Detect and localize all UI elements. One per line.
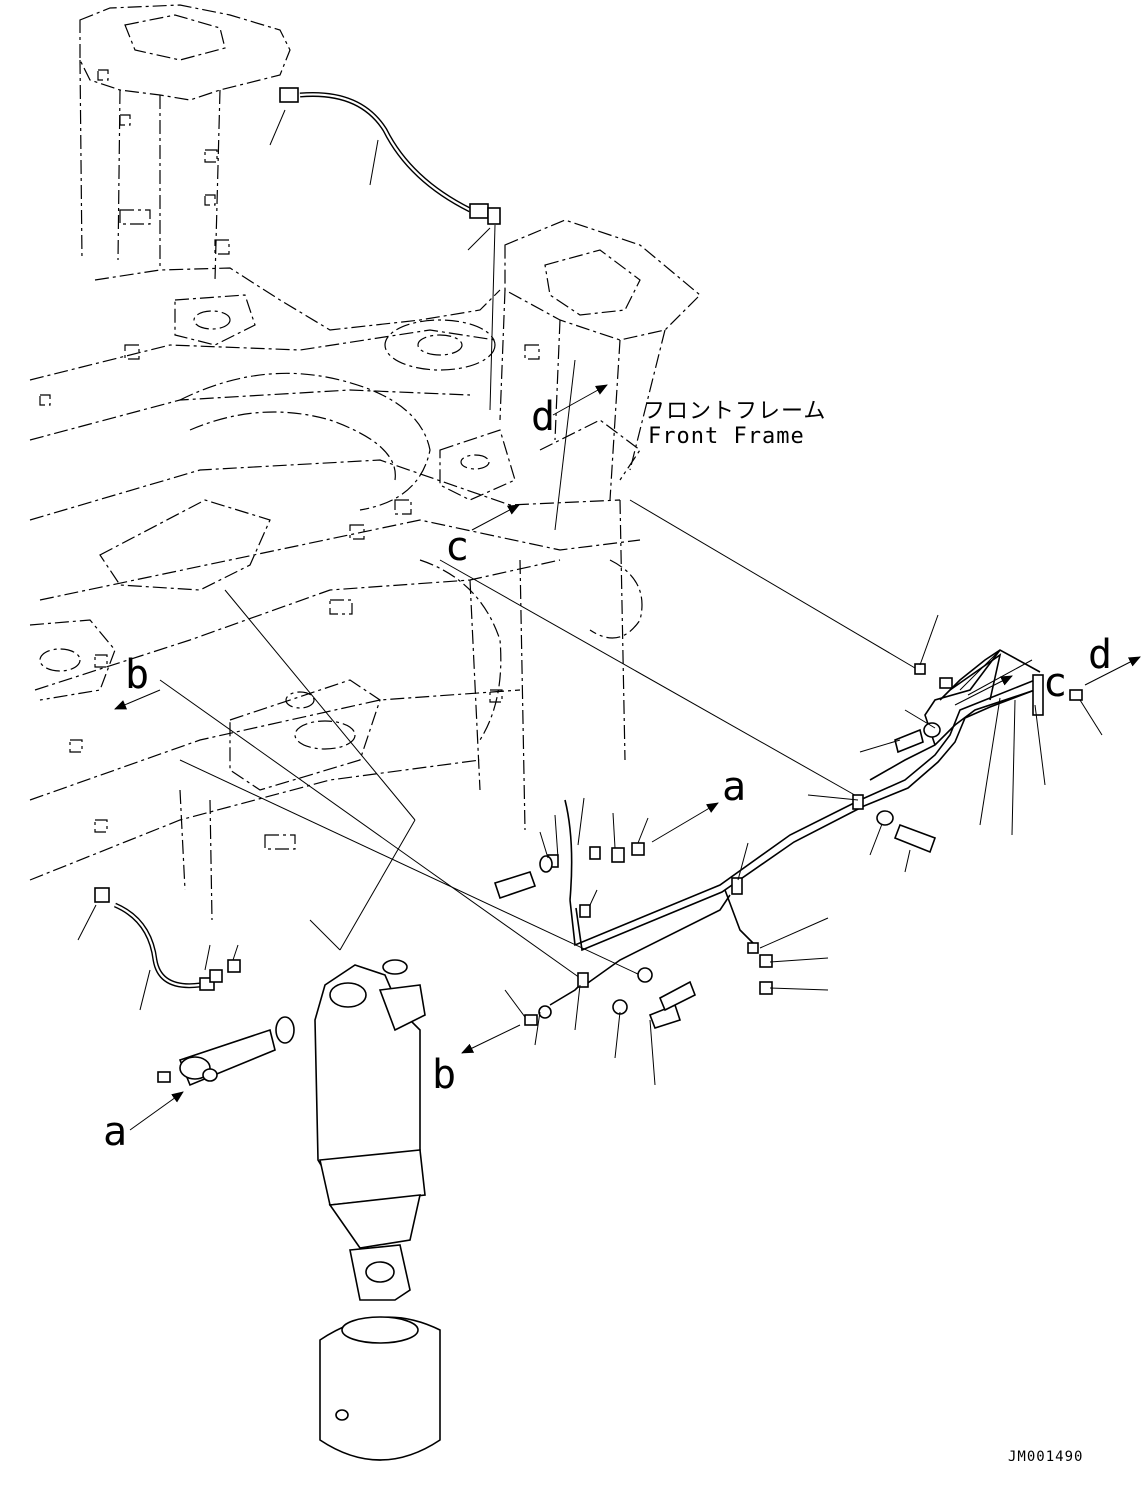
frame-label-japanese: フロントフレーム	[643, 399, 826, 424]
callout-c-right: c	[1043, 660, 1067, 706]
front-frame-outline	[29, 4, 701, 921]
assembly-guide-lines	[159, 224, 916, 979]
lower-left-hose-assembly	[77, 887, 241, 1011]
drawing-number: JM001490	[1008, 1449, 1083, 1465]
callout-b-left: b	[125, 652, 149, 698]
brake-pipe-bundle	[493, 614, 1103, 1086]
callout-c-middle: c	[445, 524, 469, 570]
upper-hose-assembly	[269, 87, 501, 251]
callout-b-lower: b	[432, 1052, 456, 1098]
assembly-arrows	[114, 384, 1141, 1131]
callout-d-right: d	[1088, 632, 1112, 678]
callout-a-lower: a	[103, 1109, 127, 1155]
frame-label-english: Front Frame	[648, 424, 805, 449]
callout-a-upper: a	[722, 764, 746, 810]
callout-d-middle: d	[531, 394, 555, 440]
hydraulic-cylinder	[157, 959, 441, 1461]
